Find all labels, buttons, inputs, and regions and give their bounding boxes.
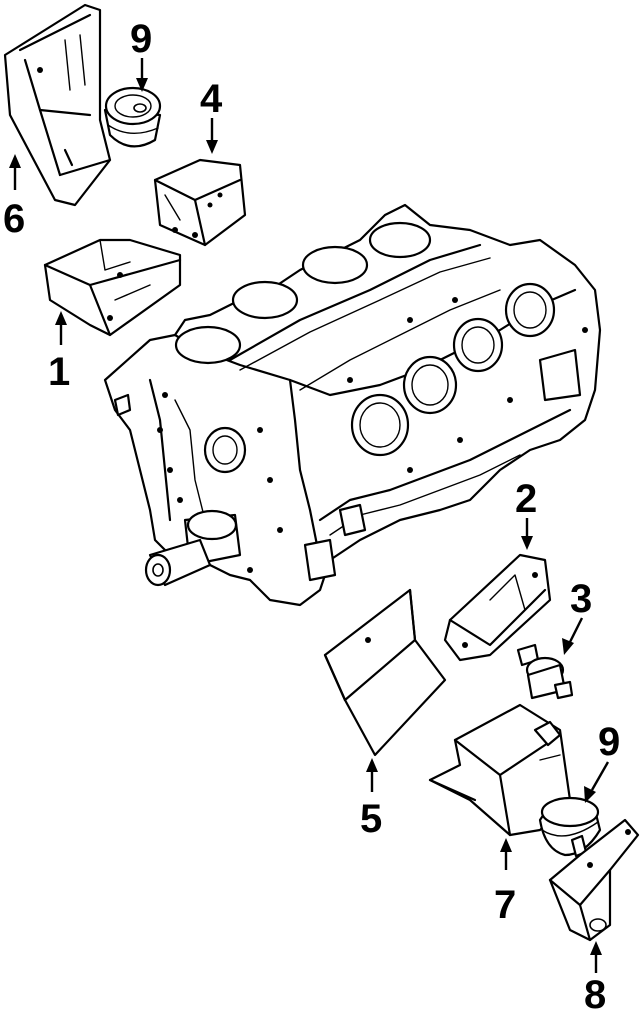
svg-text:7: 7: [494, 883, 516, 927]
part-7-engine-mount: [428, 703, 572, 837]
callout-5: 5: [360, 758, 382, 841]
part-9-insulator-bottom: [538, 796, 602, 858]
part-2-bracket: [443, 553, 552, 662]
part-1-bracket: [43, 238, 182, 337]
callout-8: 8: [584, 941, 606, 1010]
svg-text:6: 6: [3, 197, 25, 241]
part-9-insulator-top: [103, 86, 162, 148]
callout-4: 4: [200, 77, 223, 154]
svg-text:2: 2: [515, 477, 537, 521]
svg-text:9: 9: [598, 720, 620, 764]
callout-9-bottom: 9: [584, 720, 620, 803]
svg-text:5: 5: [360, 797, 382, 841]
callout-9-top: 9: [130, 17, 152, 92]
part-5-heat-shield: [323, 588, 447, 757]
part-8-bracket: [548, 818, 640, 942]
svg-text:4: 4: [200, 77, 223, 121]
svg-text:8: 8: [584, 973, 606, 1010]
callout-7: 7: [494, 838, 516, 927]
svg-text:9: 9: [130, 17, 152, 61]
part-4-bracket: [153, 158, 247, 247]
engine-block: [103, 203, 602, 607]
part-6-bracket: [3, 3, 112, 207]
callout-1: 1: [48, 311, 70, 394]
callout-2: 2: [515, 477, 537, 550]
callout-3: 3: [562, 577, 592, 655]
callout-6: 6: [3, 154, 25, 241]
svg-text:1: 1: [48, 350, 70, 394]
part-3-stud: [516, 643, 574, 700]
svg-text:3: 3: [570, 577, 592, 621]
